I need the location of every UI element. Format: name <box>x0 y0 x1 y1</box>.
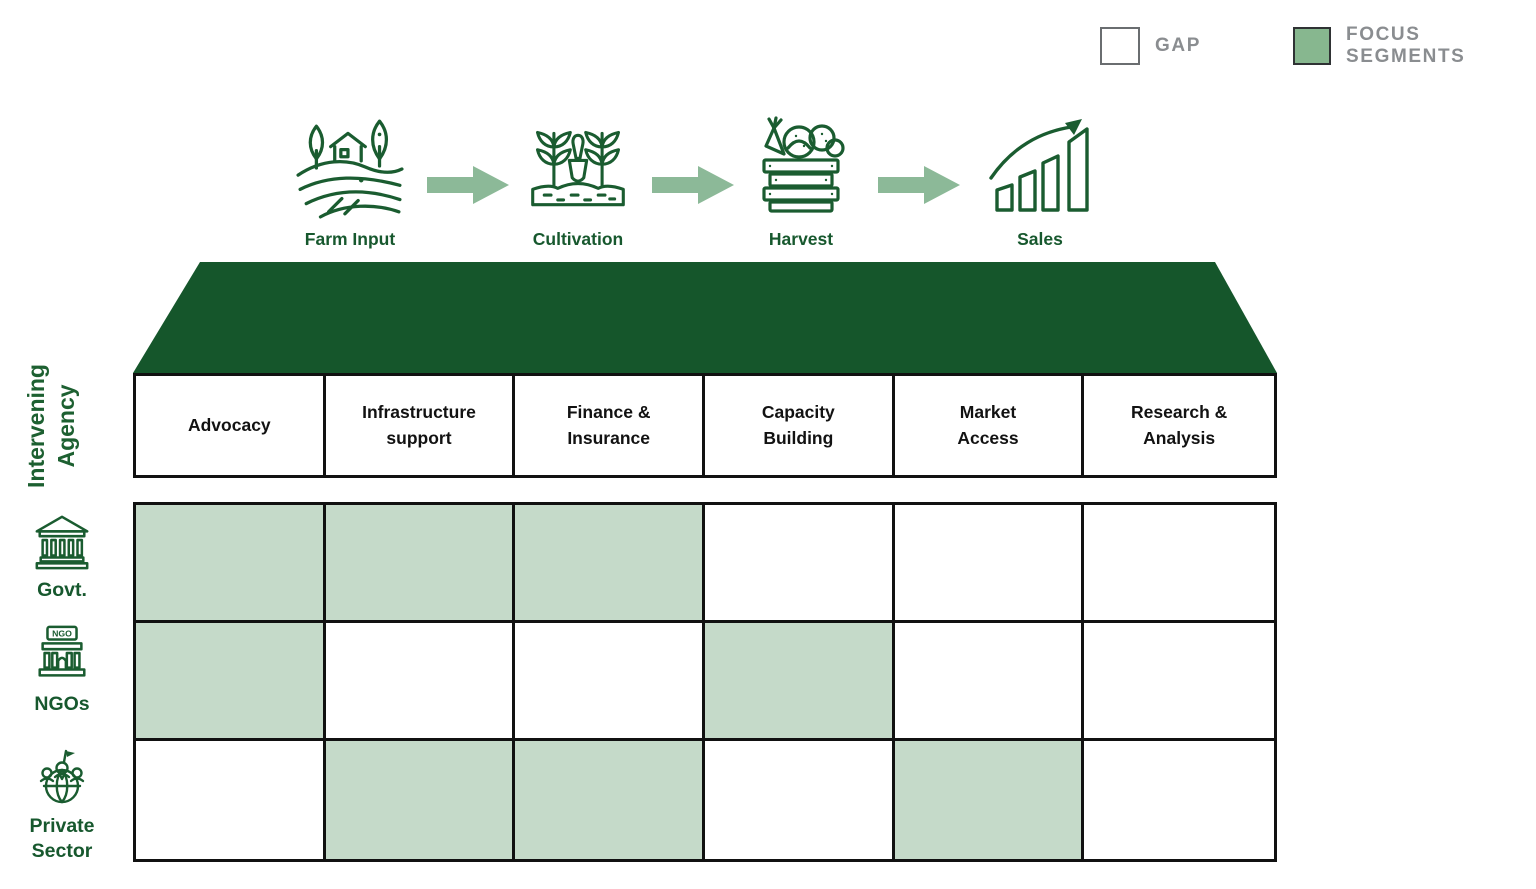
agency-row-govt: Govt. <box>8 510 116 603</box>
matrix-cell-ngos-col3-gap <box>515 623 705 741</box>
stage-label-harvest: Harvest <box>768 229 834 249</box>
government-building-icon <box>35 515 89 570</box>
matrix-cell-govt-col4-gap <box>705 505 895 623</box>
matrix-cell-ngos-col2-gap <box>325 623 516 741</box>
cultivation-icon <box>531 130 625 207</box>
stage-cultivation: Cultivation <box>493 108 663 250</box>
matrix-cell-ngos-col6-gap <box>1084 623 1274 741</box>
flow-arrow-icon <box>652 163 734 207</box>
flow-arrow-icon <box>878 163 960 207</box>
matrix-cell-private-sector-col3-focus <box>515 741 705 859</box>
matrix-cell-private-sector-col4-gap <box>705 741 895 859</box>
private-sector-globe-icon <box>39 749 85 804</box>
gap-swatch-icon <box>1100 27 1140 65</box>
stage-farm-input: Farm Input <box>265 108 435 250</box>
agency-row-ngos: NGO NGOs <box>8 622 116 717</box>
stage-sales: Sales <box>955 108 1125 250</box>
agency-label-private-sector: Private Sector <box>29 815 95 863</box>
roof-shape <box>133 262 1277 373</box>
matrix-cell-ngos-col4-focus <box>705 623 895 741</box>
stage-label-sales: Sales <box>1017 229 1063 249</box>
stage-label-farm-input: Farm Input <box>304 229 396 249</box>
matrix-grid <box>133 502 1277 862</box>
column-header-advocacy: Advocacy <box>136 376 326 475</box>
matrix-cell-govt-col2-focus <box>325 505 516 623</box>
legend-item-gap: GAP <box>1100 27 1201 65</box>
flow-arrow-icon <box>427 163 509 207</box>
legend-item-focus-segments: FOCUS SEGMENTS <box>1292 24 1536 68</box>
farm-input-icon <box>296 119 404 219</box>
column-header-finance-insurance: Finance & Insurance <box>515 376 705 475</box>
matrix-cell-govt-col3-focus <box>515 505 705 623</box>
matrix-cell-govt-col6-gap <box>1084 505 1274 623</box>
matrix-cell-govt-col5-gap <box>894 505 1085 623</box>
stage-harvest: Harvest <box>716 108 886 250</box>
agency-label-govt: Govt. <box>37 579 87 601</box>
focus-segments-label: FOCUS SEGMENTS <box>1346 24 1466 67</box>
row-axis-title: Intervening Agency <box>23 364 79 488</box>
svg-text:NGO: NGO <box>52 629 72 639</box>
stage-label-cultivation: Cultivation <box>532 229 624 249</box>
column-header-capacity-building: Capacity Building <box>705 376 895 475</box>
column-header-research-analysis: Research & Analysis <box>1131 402 1228 448</box>
matrix-cell-ngos-col1-focus <box>136 623 326 741</box>
matrix-cell-private-sector-col2-focus <box>325 741 516 859</box>
matrix-cell-govt-col1-focus <box>136 505 326 623</box>
agency-row-private-sector: Private Sector <box>8 746 116 865</box>
matrix-roof <box>133 262 1277 373</box>
matrix-cell-private-sector-col5-focus <box>894 741 1085 859</box>
sales-growth-icon <box>989 119 1089 212</box>
column-header-row: Advocacy Infrastructure support Finance … <box>133 373 1277 478</box>
matrix-cell-private-sector-col6-gap <box>1084 741 1274 859</box>
gap-label: GAP <box>1155 35 1201 56</box>
agency-label-ngos: NGOs <box>34 693 90 715</box>
column-header-infrastructure-support: Infrastructure support <box>326 376 516 475</box>
harvest-crate-icon <box>762 116 845 213</box>
ngo-building-icon: NGO <box>38 625 86 677</box>
column-header-market-access: Market Access <box>895 376 1085 475</box>
legend: GAP FOCUS SEGMENTS <box>1100 24 1536 68</box>
matrix-cell-ngos-col5-gap <box>894 623 1085 741</box>
matrix-cell-private-sector-col1-gap <box>136 741 326 859</box>
focus-segments-swatch-icon <box>1292 27 1332 65</box>
